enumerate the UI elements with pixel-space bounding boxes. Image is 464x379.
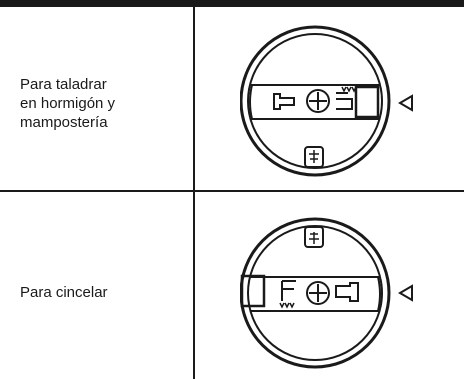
row-2-label: Para cincelar: [20, 284, 108, 301]
table-column-divider: [193, 0, 195, 379]
drill-mode-dial-icon: [240, 25, 413, 177]
row-1-label: Para taladrar en hormigón y mampostería: [20, 76, 116, 131]
table-row-divider: [0, 190, 464, 192]
table-top-rule: [0, 0, 464, 7]
chisel-mode-dial-icon: [240, 217, 413, 369]
